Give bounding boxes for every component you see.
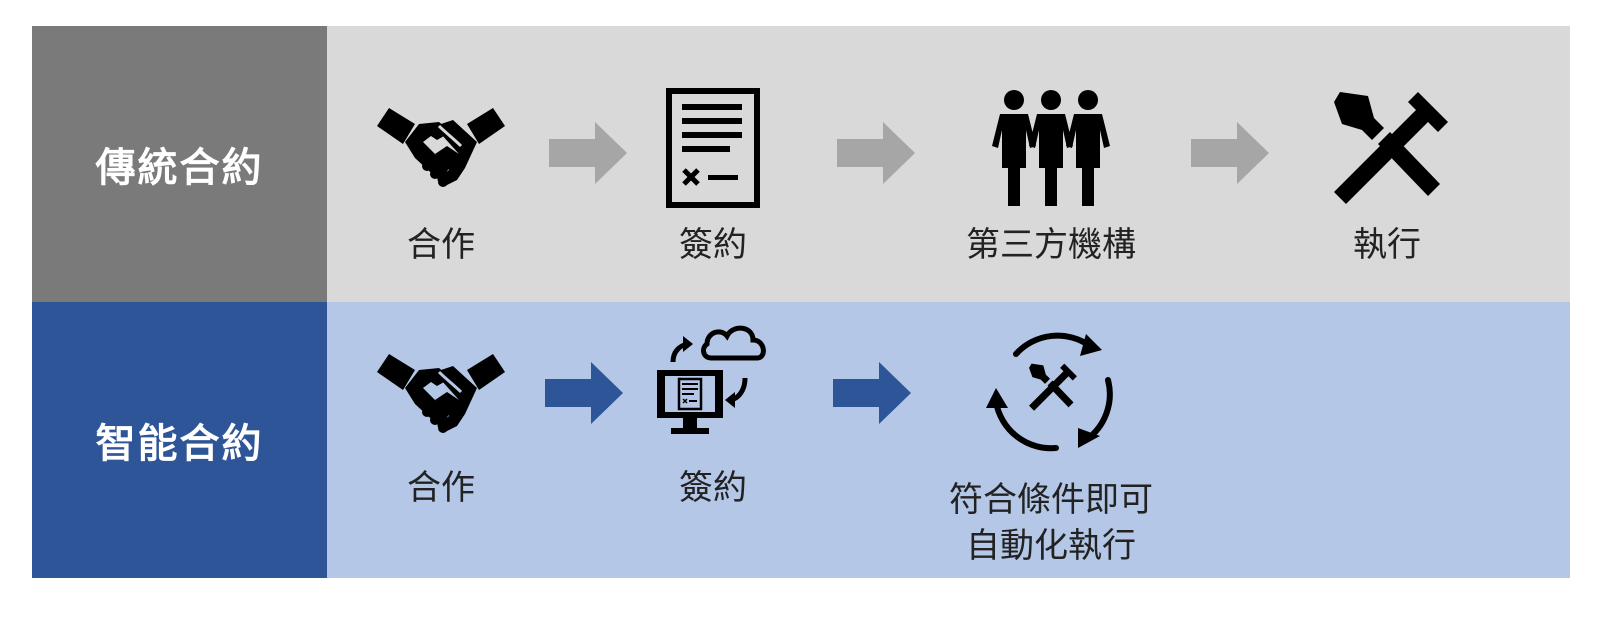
traditional-step-label: 合作 [407,225,475,265]
traditional-step-label: 第三方機構 [966,225,1136,265]
traditional-row-body: 合作 簽約 [327,26,1570,302]
traditional-step-execute: 執行 [1287,26,1487,302]
smart-arrow-1 [545,362,623,424]
smart-step-cooperate: 合作 [341,302,541,578]
traditional-step-sign: 簽約 [613,26,813,302]
traditional-arrow-1 [549,122,627,184]
contract-document-icon [666,88,760,208]
traditional-arrow-3 [1191,122,1269,184]
smart-step-label: 簽約 [679,468,747,508]
traditional-step-cooperate: 合作 [341,26,541,302]
smart-arrow-2 [833,362,911,424]
smart-row-header: 智能合約 [32,302,327,578]
smart-contract-row: 智能合約 合作 [32,302,1570,578]
smart-step-auto-execute: 符合條件即可 自動化執行 [931,302,1171,578]
smart-step-sign: 簽約 [613,302,813,578]
traditional-row-header: 傳統合約 [32,26,327,302]
handshake-icon [375,96,507,196]
traditional-step-label: 執行 [1353,225,1421,265]
cloud-computer-icon [653,318,773,440]
cycle-hammers-icon [982,324,1120,458]
smart-step-label-line-2: 自動化執行 [966,526,1136,566]
traditional-arrow-2 [837,122,915,184]
traditional-contract-row: 傳統合約 合作 [32,26,1570,302]
traditional-step-label: 簽約 [679,225,747,265]
hammers-icon [1322,88,1452,208]
smart-title: 智能合約 [95,421,264,467]
smart-step-label: 合作 [407,468,475,508]
people-group-icon [988,90,1114,206]
traditional-step-third-party: 第三方機構 [951,26,1151,302]
traditional-title: 傳統合約 [95,145,264,191]
smart-step-label-line-1: 符合條件即可 [949,480,1153,520]
smart-row-body: 合作 [327,302,1570,578]
handshake-icon [375,342,507,442]
